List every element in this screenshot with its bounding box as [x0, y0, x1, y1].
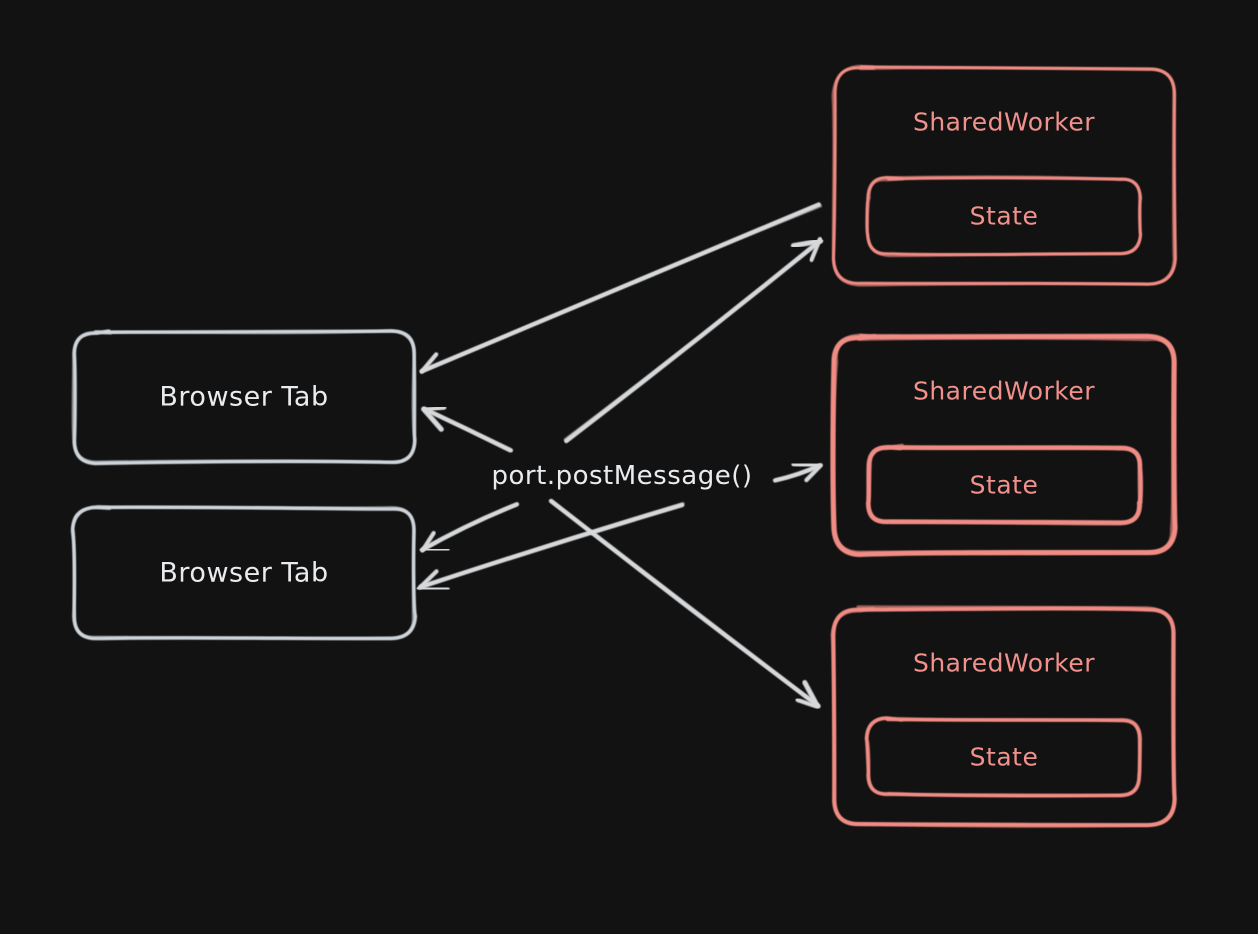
arrow-head-barb [809, 237, 822, 262]
arrow-label-to-worker2[interactable] [772, 461, 823, 483]
arrow-shaft [422, 407, 511, 453]
arrow-head-barb [416, 585, 450, 592]
arrow-head-barb [419, 352, 439, 374]
arrow-head-barb [417, 569, 439, 590]
arrow-head-barb [791, 461, 822, 469]
browser-tab-1-box[interactable] [71, 329, 417, 464]
shared-worker-2-state-box[interactable] [865, 445, 1143, 525]
arrow-head-barb [802, 680, 820, 709]
arrow-shaft [418, 502, 685, 589]
shared-worker-3-box[interactable] [830, 605, 1176, 828]
arrow-head-barb [421, 406, 444, 432]
shared-worker-2-box[interactable] [831, 333, 1176, 556]
browser-tab-2-box[interactable] [70, 505, 416, 640]
browser-tab-1-box[interactable] [72, 329, 417, 466]
arrow-label-to-tab1[interactable] [421, 405, 513, 453]
shapes-layer [70, 64, 1178, 828]
arrow-shaft [550, 499, 820, 707]
arrow-worker1-to-tab1[interactable] [419, 202, 823, 374]
arrow-shaft [420, 503, 518, 553]
arrow-head-barb [804, 463, 823, 483]
shared-worker-1-state-box[interactable] [866, 175, 1142, 258]
shared-worker-2-state-box[interactable] [866, 443, 1143, 526]
arrow-worker3-to-tab2[interactable] [416, 502, 685, 592]
shared-worker-1-state-box[interactable] [865, 176, 1142, 257]
browser-tab-2-box[interactable] [71, 505, 418, 641]
shared-worker-3-state-box[interactable] [864, 716, 1142, 798]
arrow-head-barb [422, 405, 447, 412]
arrow-head-barb [420, 530, 436, 553]
arrow-label-to-worker1[interactable] [563, 237, 824, 444]
shared-worker-1-box[interactable] [831, 64, 1175, 287]
arrow-head-barb [419, 546, 450, 553]
arrow-head-barb [795, 697, 820, 709]
arrow-shaft [563, 238, 822, 441]
shared-worker-3-state-box[interactable] [865, 716, 1143, 798]
arrows-layer [416, 202, 824, 709]
arrow-head-barb [790, 238, 824, 249]
arrow-label-to-worker3[interactable] [548, 498, 821, 709]
arrow-shaft [420, 204, 823, 373]
arrow-label-to-tab2[interactable] [419, 502, 520, 553]
